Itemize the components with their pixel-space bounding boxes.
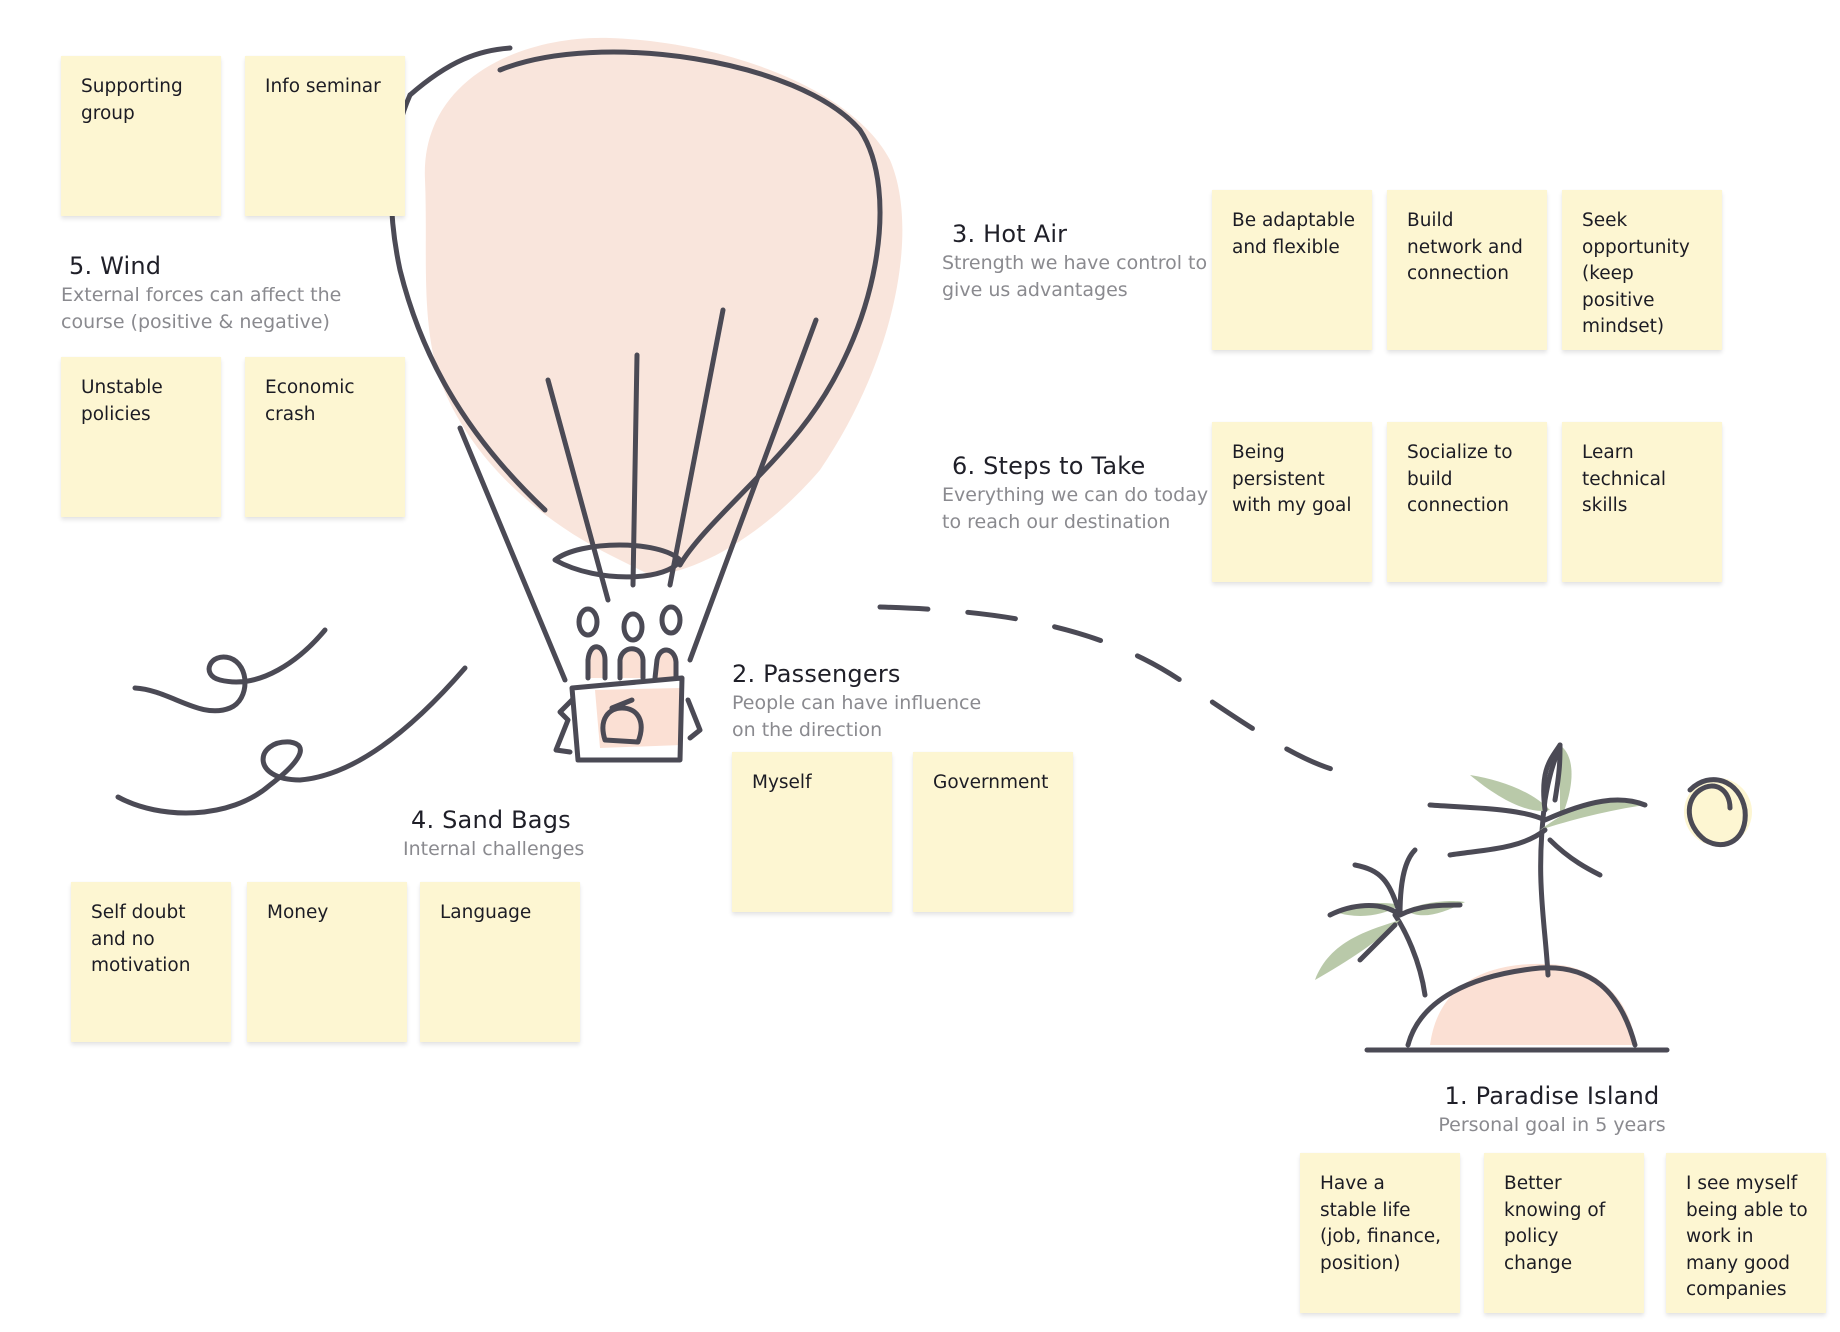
sticky-note[interactable]: Socialize to build connection [1387,422,1547,582]
palm-leaf [1470,775,1550,811]
island-outline [1405,965,1638,1048]
sticky-note-text: Being persistent with my goal [1232,442,1352,516]
sticky-note-text: Info seminar [265,76,381,97]
passenger-body [617,646,646,681]
sticky-note-text: Supporting group [81,76,183,124]
sticky-note[interactable]: Info seminar [245,56,405,216]
sticky-note-text: Have a stable life (job, finance, positi… [1320,1173,1442,1274]
section-subtitle: Strength we have control to give us adva… [942,252,1208,301]
sticky-note-text: I see myself being able to work in many … [1686,1173,1808,1300]
island-fill [1430,963,1636,1045]
wind-swirl [115,665,468,816]
balloon-envelope-top [407,45,513,98]
sticky-note[interactable]: Be adaptable and flexible [1212,190,1372,350]
section-heading: 1. Paradise Island [1444,1082,1660,1110]
palm-fronds [1327,847,1463,963]
sandbag-side [553,697,575,755]
balloon-ring [552,542,683,580]
sticky-note-text: Learn technical skills [1582,442,1667,516]
section-wind: 5. Wind External forces can affect the c… [61,252,351,336]
palm-leaf [1315,920,1400,980]
sticky-note[interactable]: Money [247,882,407,1042]
sticky-note-text: Build network and connection [1407,210,1523,284]
section-passengers: 2. Passengers People can have influence … [732,660,982,744]
sticky-note-text: Better knowing of policy change [1504,1173,1606,1274]
sticky-note-text: Myself [752,772,812,793]
sticky-note-text: Seek opportunity (keep positive mindset) [1582,210,1690,337]
sticky-note[interactable]: Have a stable life (job, finance, positi… [1300,1153,1460,1313]
section-subtitle: Internal challenges [403,838,585,860]
sticky-note[interactable]: Learn technical skills [1562,422,1722,582]
flight-path [877,604,1338,773]
sticky-note[interactable]: Build network and connection [1387,190,1547,350]
palm-leaf [1540,798,1645,830]
sticky-note-text: Money [267,902,329,923]
sandbag-side [685,697,703,741]
sticky-note[interactable]: Supporting group [61,56,221,216]
balloon-rope [667,307,726,588]
palm-trunk [1392,912,1428,998]
section-heading: 3. Hot Air [952,220,1068,248]
sticky-note[interactable]: Myself [732,752,892,912]
sticky-note[interactable]: Government [913,752,1073,912]
balloon-rope [545,377,611,603]
sticky-note-text: Economic crash [265,377,355,425]
passenger-head [621,611,645,643]
sticky-note[interactable]: I see myself being able to work in many … [1666,1153,1826,1313]
passenger-body [652,647,679,681]
section-subtitle: Personal goal in 5 years [1438,1114,1666,1136]
sun [1686,777,1748,848]
sun-glow [1684,778,1752,846]
passenger-head [576,606,600,638]
section-subtitle: External forces can affect the course (p… [61,284,342,333]
passenger-body [585,644,608,681]
section-heading: 2. Passengers [732,660,901,688]
sticky-note[interactable]: Being persistent with my goal [1212,422,1372,582]
balloon-rope [687,317,819,663]
section-heading: 6. Steps to Take [952,452,1146,480]
section-heading: 5. Wind [69,252,162,280]
section-paradise-island: 1. Paradise Island Personal goal in 5 ye… [1382,1082,1722,1139]
sticky-note-text: Language [440,902,532,923]
sticky-note[interactable]: Language [420,882,580,1042]
section-subtitle: Everything we can do today to reach our … [942,484,1209,533]
palm-leaf [1560,745,1572,820]
section-sand-bags: 4. Sand Bags Internal challenges [403,806,603,863]
section-heading: 4. Sand Bags [411,806,571,834]
sticky-note[interactable]: Unstable policies [61,357,221,517]
palm-fronds [1427,742,1648,878]
section-hot-air: 3. Hot Air Strength we have control to g… [942,220,1212,304]
section-subtitle: People can have influence on the directi… [732,692,982,741]
sticky-note-text: Government [933,772,1049,793]
sandbag [600,697,644,745]
section-steps-to-take: 6. Steps to Take Everything we can do to… [942,452,1212,536]
passenger-head [659,604,683,636]
sticky-note[interactable]: Economic crash [245,357,405,517]
basket [569,675,685,763]
balloon-rope [457,425,568,683]
sticky-note[interactable]: Self doubt and no motivation [71,882,231,1042]
balloon-fill [424,37,903,575]
sticky-note-text: Self doubt and no motivation [91,902,191,976]
sticky-note-text: Be adaptable and flexible [1232,210,1355,258]
sticky-note-text: Socialize to build connection [1407,442,1513,516]
wind-swirl [132,627,328,714]
sticky-note[interactable]: Seek opportunity (keep positive mindset) [1562,190,1722,350]
sticky-note-text: Unstable policies [81,377,163,425]
sticky-note[interactable]: Better knowing of policy change [1484,1153,1644,1313]
